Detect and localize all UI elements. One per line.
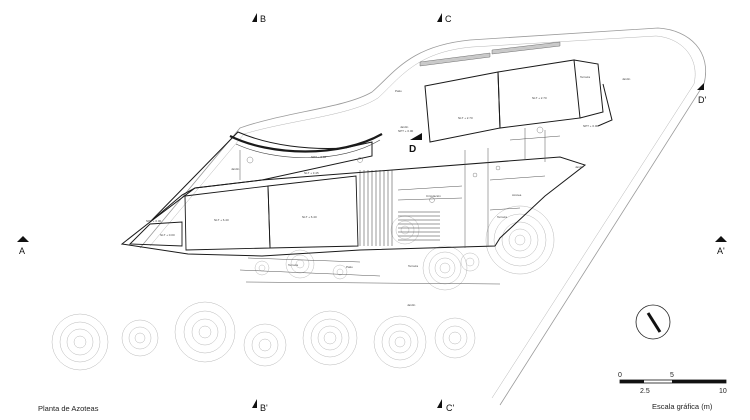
svg-text:A': A' xyxy=(717,246,725,256)
scale-bar: 0 2.5 5 10 Escala gráfica (m) xyxy=(618,372,727,411)
room-labels: Jardín Terraza Patio Jardín Circulación … xyxy=(146,75,631,307)
level-label: NLT + 6.40 xyxy=(302,215,317,219)
svg-text:Jardín: Jardín xyxy=(622,77,631,81)
section-marker-b-bottom: B' xyxy=(252,399,268,413)
plant-details xyxy=(246,126,544,203)
site-boundary-inner xyxy=(149,35,696,399)
svg-text:C': C' xyxy=(446,403,454,413)
section-marker-a-right: A' xyxy=(715,236,727,256)
svg-text:Azotea: Azotea xyxy=(512,193,522,197)
section-marker-c-top: C xyxy=(437,13,452,24)
section-marker-c-bottom: C' xyxy=(437,399,454,413)
svg-text:NPT + 0.00: NPT + 0.00 xyxy=(146,219,162,223)
svg-text:NPT + 0.00: NPT + 0.00 xyxy=(311,155,327,159)
upper-volumes xyxy=(424,59,613,143)
svg-text:Jardín: Jardín xyxy=(231,167,240,171)
section-marker-d-center: D xyxy=(409,133,422,155)
svg-text:NPT + 0.00: NPT + 0.00 xyxy=(398,129,414,133)
level-label: NLT + 2.70 xyxy=(458,116,473,120)
svg-text:NPT + 0.00: NPT + 0.00 xyxy=(583,124,599,128)
svg-text:Jardín: Jardín xyxy=(575,165,584,169)
building-outline xyxy=(120,131,587,257)
svg-text:B: B xyxy=(260,14,266,24)
drawing-title: Planta de Azoteas xyxy=(38,404,99,413)
stair-hatch xyxy=(359,170,440,246)
svg-text:Patio: Patio xyxy=(395,89,402,93)
section-marker-d-right: D' xyxy=(697,83,706,105)
section-marker-b-top: B xyxy=(252,13,266,24)
svg-text:Circulación: Circulación xyxy=(426,194,441,198)
svg-text:Patio: Patio xyxy=(346,265,353,269)
level-label: NLT + 3.45 xyxy=(304,171,319,175)
level-label: NLT + 2.70 xyxy=(532,96,547,100)
curved-canopy xyxy=(229,133,383,153)
scale-tick: 0 xyxy=(618,372,622,379)
scale-tick: 5 xyxy=(670,372,674,379)
svg-text:D: D xyxy=(409,144,416,155)
roof-slabs xyxy=(128,175,359,251)
garden-circles xyxy=(51,205,555,371)
svg-text:Terraza: Terraza xyxy=(408,264,418,268)
curved-canopy-edge xyxy=(235,139,381,159)
svg-text:C: C xyxy=(445,14,452,24)
level-label: NLT + 6.40 xyxy=(214,218,229,222)
north-arrow xyxy=(635,304,671,340)
svg-text:Jardín: Jardín xyxy=(400,125,409,129)
svg-text:A: A xyxy=(19,246,25,256)
scale-tick: 10 xyxy=(719,388,727,395)
site-boundary xyxy=(139,27,706,406)
level-label: NLT + 0.00 xyxy=(160,233,175,237)
interior-lines xyxy=(239,128,561,285)
svg-text:Jardín: Jardín xyxy=(407,303,416,307)
scale-tick: 2.5 xyxy=(640,388,650,395)
svg-text:Terraza: Terraza xyxy=(497,215,507,219)
scale-label: Escala gráfica (m) xyxy=(652,402,713,411)
svg-text:Terraza: Terraza xyxy=(288,263,298,267)
hatched-strips xyxy=(419,41,561,67)
svg-text:D': D' xyxy=(698,95,706,105)
section-marker-a-left: A xyxy=(17,236,29,256)
svg-text:B': B' xyxy=(260,403,268,413)
svg-text:Terraza: Terraza xyxy=(580,75,590,79)
